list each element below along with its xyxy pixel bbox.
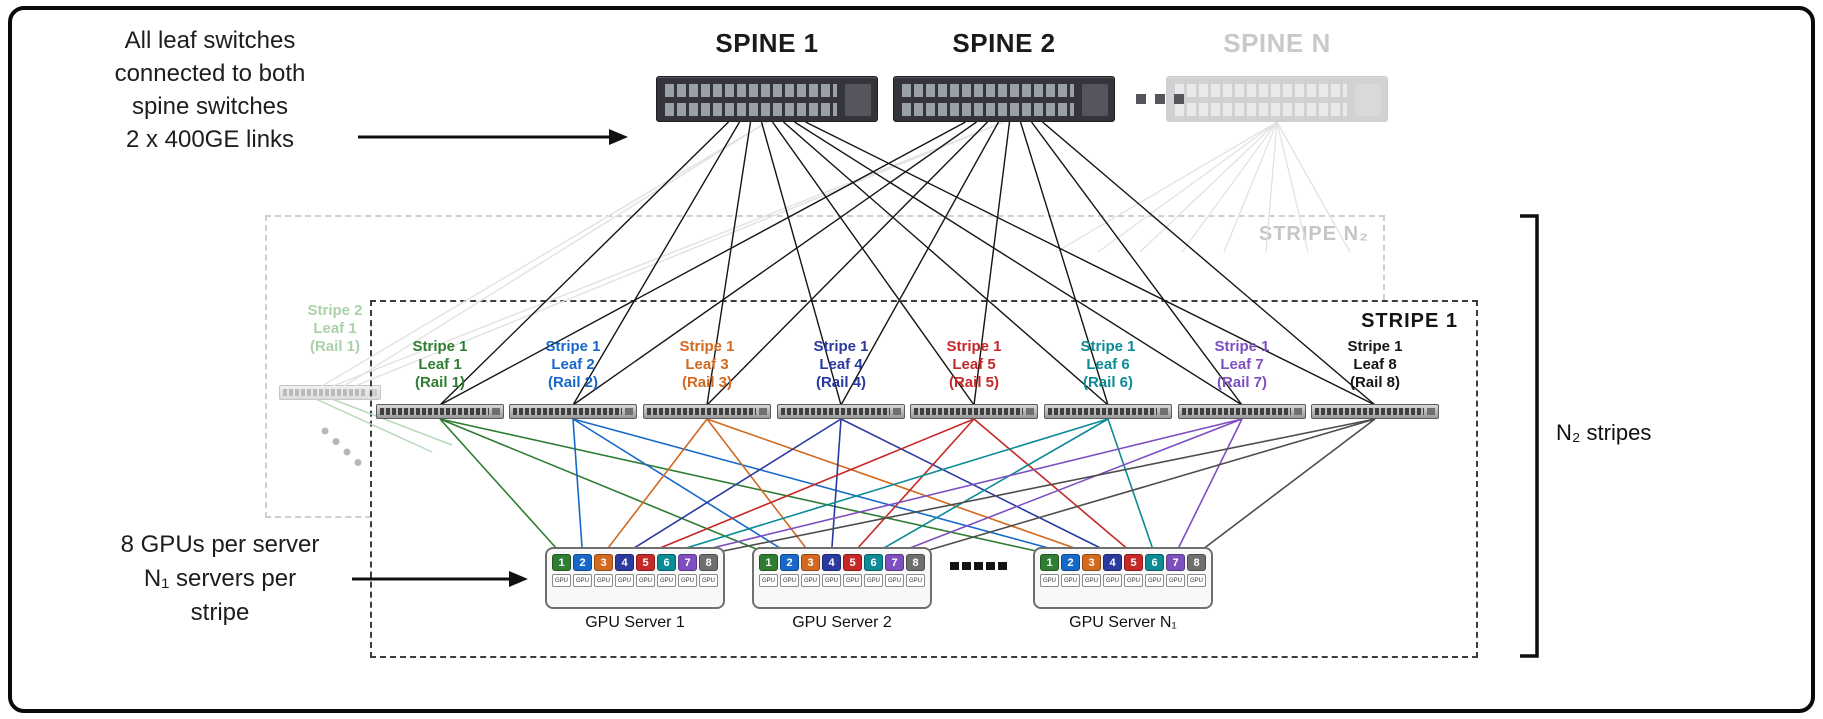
stripe2-leaf-label-line: (Rail 1)	[309, 338, 360, 355]
switch-mgmt-block	[1082, 84, 1108, 116]
spine-annotation-line: connected to both	[114, 60, 306, 87]
stripe-1-label: STRIPE 1	[1361, 310, 1458, 332]
switch-mgmt-block	[1355, 84, 1381, 116]
spine-annotation-line: 2 x 400GE links	[125, 126, 295, 153]
stripe2-leaf-label-line: Leaf 1	[313, 320, 357, 337]
server-annotation-line: 8 GPUs per server	[120, 531, 320, 558]
spine-ellipsis-icon	[1136, 94, 1184, 104]
spine-annotation-line: spine switches	[131, 93, 289, 120]
spine-annotation-line: All leaf switches	[124, 27, 296, 54]
switch-port-row	[665, 103, 837, 116]
spine-annotation: All leaf switches connected to both spin…	[60, 24, 360, 156]
switch-port-row	[902, 103, 1074, 116]
switch-mgmt-block	[845, 84, 871, 116]
stripe-n-label: STRIPE N₂	[1258, 223, 1369, 245]
stripes-bracket	[1520, 214, 1539, 658]
spine-label: SPINE 1	[715, 28, 819, 58]
stripe2-leaf-switch	[279, 385, 381, 400]
spine-label: SPINE N	[1223, 28, 1331, 58]
server-annotation: 8 GPUs per server N₁ servers per stripe	[50, 528, 390, 630]
switch-tail	[369, 389, 377, 396]
spine-label: SPINE 2	[952, 28, 1056, 58]
stripe2-leaf-label: Stripe 2 Leaf 1 (Rail 1)	[282, 302, 388, 356]
switch-port-row	[1175, 103, 1347, 116]
server-ellipsis-icon	[950, 562, 1007, 570]
stripe-1-box: STRIPE 1	[370, 300, 1478, 658]
switch-port-row	[665, 84, 837, 97]
spine-switch	[893, 76, 1115, 122]
spine-switch	[1166, 76, 1388, 122]
spine-switch	[656, 76, 878, 122]
stripes-count-label: N₂ stripes	[1556, 420, 1652, 445]
switch-port-row	[1175, 84, 1347, 97]
switch-ports	[283, 389, 366, 396]
stripe2-leaf-label-line: Stripe 2	[307, 302, 363, 319]
server-annotation-line: N₁ servers per	[143, 565, 297, 592]
spine-note-arrowhead-icon	[609, 129, 628, 145]
switch-port-row	[902, 84, 1074, 97]
server-annotation-line: stripe	[190, 599, 250, 626]
